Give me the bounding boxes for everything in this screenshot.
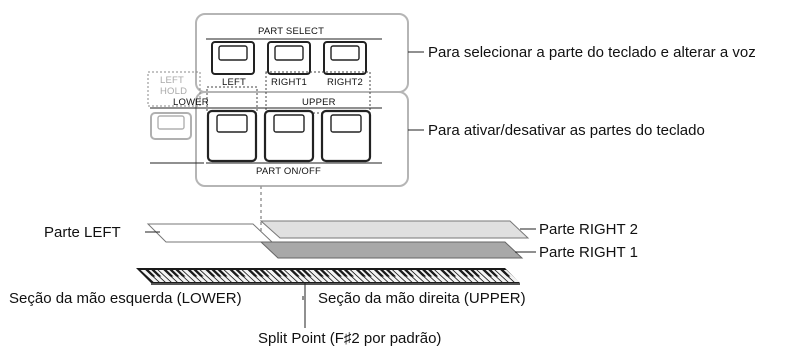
white-key [284,270,303,282]
right1-select-button[interactable] [267,41,311,75]
white-key [224,270,243,282]
black-key [469,269,481,277]
left-hold-dotted-box [147,71,201,107]
right2-select-label: RIGHT2 [327,77,364,88]
white-key [140,270,159,282]
black-key [372,269,385,277]
black-key [427,269,439,277]
black-key [216,269,228,277]
white-key [266,270,285,282]
black-key [258,269,270,277]
left-hold-button[interactable] [150,112,192,140]
keyboard-keys [140,269,520,282]
black-key [379,269,391,277]
right1-layer [259,241,524,259]
keyboard [136,268,520,285]
white-key [369,270,388,282]
part-onoff-title: PART ON/OFF [256,166,322,177]
white-key [435,270,454,282]
black-key [150,269,162,277]
black-key [445,269,457,277]
white-key [495,270,514,282]
black-key [234,269,246,277]
upper2-onoff-button[interactable] [320,109,372,163]
left-layer-label: Parte LEFT [44,224,121,241]
black-key [246,269,258,277]
black-key [174,269,186,277]
black-key [481,269,493,277]
white-key [327,270,345,282]
black-key [210,269,222,277]
left-hold-label-line1: LEFT [160,75,185,86]
black-key [162,269,174,277]
black-key [168,269,180,277]
black-key [288,269,300,277]
left-hold-label-line2: HOLD [160,86,188,97]
white-key [158,270,177,282]
black-key [421,269,433,277]
black-key [252,269,264,277]
black-key [354,269,367,277]
white-key [309,270,327,282]
white-key [393,270,412,282]
black-key [439,269,451,277]
part-onoff-callout: Para ativar/desativar as partes do tecla… [428,122,705,139]
black-key [336,269,348,277]
white-key [351,270,369,282]
black-key [330,269,342,277]
left-select-button[interactable] [211,41,255,75]
upper-label: UPPER [302,97,336,108]
black-key [228,269,240,277]
upper-dotted-box [265,71,371,114]
black-key [318,269,330,277]
black-key [204,269,216,277]
black-key [276,269,288,277]
black-key [385,269,397,277]
right1-select-label: RIGHT1 [271,77,308,88]
white-key [200,270,219,282]
white-key [411,270,430,282]
lower-onoff-button[interactable] [206,109,258,163]
left-select-label: LEFT [222,77,247,88]
white-key [453,270,472,282]
black-key [457,269,469,277]
black-key [403,269,415,277]
part-select-title: PART SELECT [258,26,325,37]
black-key [487,269,499,277]
upper-section-label: Seção da mão direita (UPPER) [318,290,526,307]
split-point-label: Split Point (F♯2 por padrão) [258,330,442,347]
black-key [312,269,324,277]
upper1-onoff-button[interactable] [263,109,315,163]
black-key [300,269,312,277]
lower-label: LOWER [173,97,209,108]
right2-layer [259,220,530,239]
black-key [192,269,204,277]
black-key [342,269,355,277]
black-key [397,269,409,277]
black-key [270,269,282,277]
white-key [242,270,261,282]
black-key [499,269,511,277]
black-key [144,269,156,277]
right2-layer-label: Parte RIGHT 2 [539,221,638,238]
black-key [415,269,427,277]
black-key [294,269,306,277]
lower-section-label: Seção da mão esquerda (LOWER) [9,290,242,307]
keyboard-front [151,283,520,285]
white-key [477,270,496,282]
left-layer [146,223,274,243]
white-key [182,270,201,282]
black-key [360,269,373,277]
black-key [186,269,198,277]
part-select-callout: Para selecionar a parte do teclado e alt… [428,44,756,61]
black-key [463,269,475,277]
right2-select-button[interactable] [323,41,367,75]
right1-layer-label: Parte RIGHT 1 [539,244,638,261]
